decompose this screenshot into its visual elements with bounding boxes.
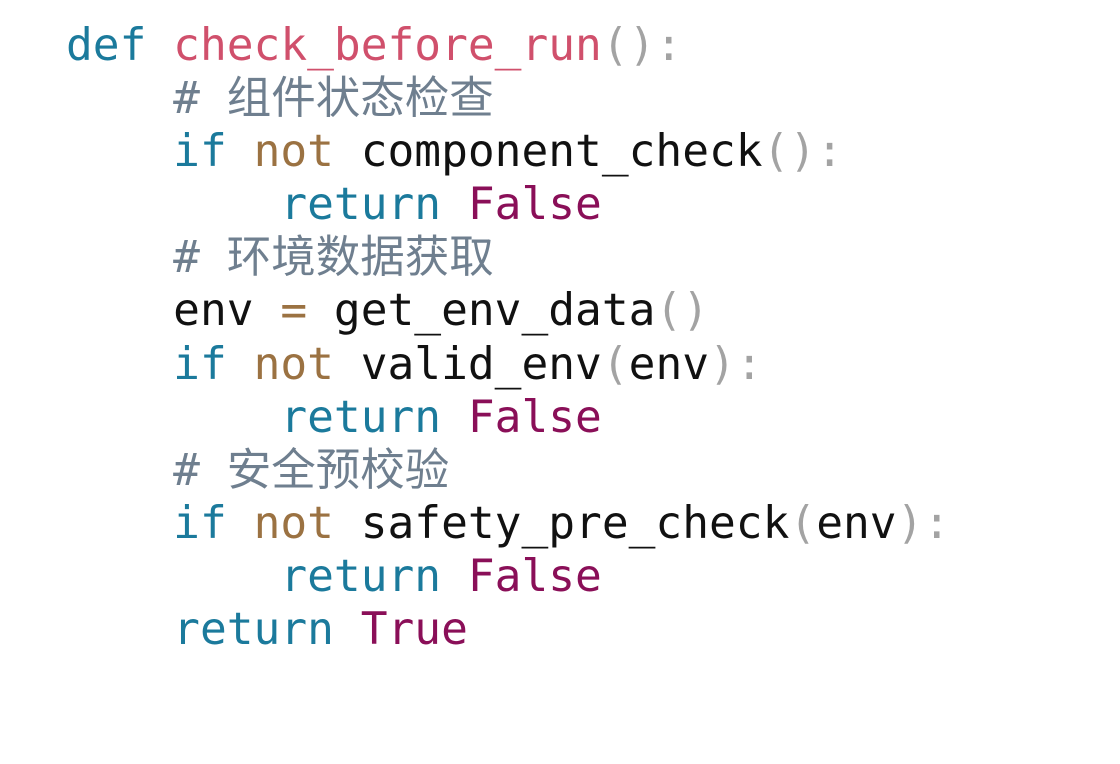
code-line: return False [66, 391, 950, 444]
code-line: # 安全预校验 [66, 444, 950, 497]
code-text: safety_pre_check [333, 497, 790, 549]
keyword: if [173, 126, 227, 178]
operator: = [280, 285, 308, 337]
constant: False [467, 391, 602, 443]
punctuation: ): [896, 497, 951, 549]
comment: # 安全预校验 [173, 444, 450, 496]
code-text [66, 339, 173, 390]
code-line: if not safety_pre_check(env): [66, 497, 950, 550]
code-text [66, 498, 173, 549]
code-line: return True [66, 603, 950, 656]
punctuation: ( [789, 497, 817, 549]
constant: False [467, 179, 602, 231]
constant: False [467, 550, 602, 602]
keyword: return [280, 391, 442, 443]
code-text: component_check [333, 126, 763, 178]
keyword: if [173, 497, 227, 549]
code-line: if not valid_env(env): [66, 338, 950, 391]
code-text [441, 392, 468, 443]
code-text: env [66, 285, 281, 337]
code-text [227, 498, 254, 549]
code-text [334, 604, 361, 655]
punctuation: () [655, 285, 710, 337]
code-text [66, 126, 173, 177]
code-text [66, 392, 280, 443]
code-text [66, 445, 173, 496]
code-text [66, 179, 280, 230]
code-line: # 环境数据获取 [66, 231, 950, 284]
code-text [227, 339, 254, 390]
code-text [66, 232, 173, 283]
code-text: valid_env [333, 338, 602, 390]
code-text: get_env_data [307, 285, 656, 337]
constant: True [360, 604, 468, 656]
operator: not [253, 126, 334, 178]
operator: not [253, 497, 334, 549]
comment: # 组件状态检查 [173, 73, 494, 125]
code-text [66, 73, 173, 124]
code-text [227, 126, 254, 177]
punctuation: ): [709, 338, 763, 390]
code-block: def check_before_run(): # 组件状态检查 if not … [66, 19, 950, 656]
keyword: def [66, 20, 147, 71]
code-line: return False [66, 550, 950, 603]
code-text [66, 604, 173, 655]
keyword: if [173, 338, 227, 390]
punctuation: (): [762, 126, 843, 178]
code-text [146, 20, 173, 71]
punctuation: (): [601, 20, 683, 71]
code-line: # 组件状态检查 [66, 72, 950, 125]
comment: # 环境数据获取 [173, 232, 494, 284]
keyword: return [173, 604, 334, 656]
keyword: return [280, 550, 442, 602]
code-line: def check_before_run(): [66, 19, 950, 72]
function-name: check_before_run [173, 20, 602, 71]
code-line: if not component_check(): [66, 125, 950, 178]
code-text [66, 551, 280, 602]
code-text: env [628, 338, 710, 390]
operator: not [253, 338, 334, 390]
keyword: return [280, 179, 442, 231]
code-text [441, 179, 468, 230]
code-text: env [816, 497, 897, 549]
code-text [441, 551, 468, 602]
code-line: env = get_env_data() [66, 284, 950, 337]
punctuation: ( [601, 338, 629, 390]
code-line: return False [66, 178, 950, 231]
